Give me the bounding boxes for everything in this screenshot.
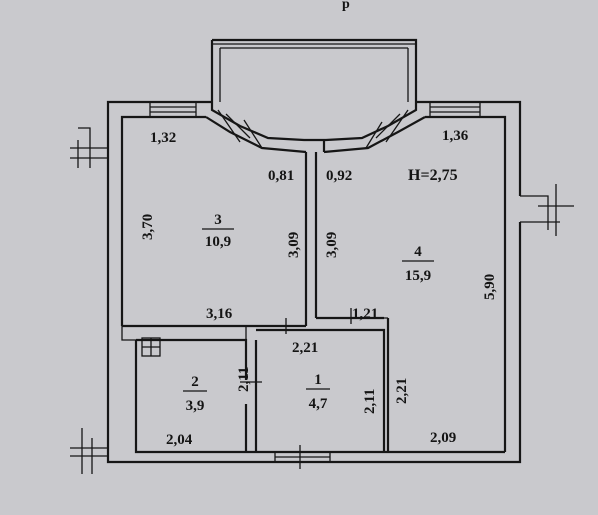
dim-2-11-a: 2,11 <box>236 367 252 392</box>
header-fragment: р <box>342 0 350 12</box>
dim-3-09-a: 3,09 <box>286 232 302 258</box>
dim-3-70: 3,70 <box>140 214 156 240</box>
dim-0-81: 0,81 <box>268 168 294 184</box>
balcony <box>210 38 418 102</box>
dim-2-21-b: 2,21 <box>394 378 410 404</box>
dim-1-21: 1,21 <box>352 306 378 322</box>
room-area: 15,9 <box>405 268 431 284</box>
room-4-label: 4 15,9 <box>402 244 434 284</box>
outer-walls <box>106 100 522 469</box>
dim-1-32: 1,32 <box>150 130 176 146</box>
ceiling-height: H=2,75 <box>408 167 458 184</box>
room-area: 3,9 <box>186 398 205 414</box>
room-2-label: 2 3,9 <box>183 374 207 414</box>
room-number: 2 <box>191 374 199 390</box>
ventilation-shaft <box>141 337 161 357</box>
dim-0-92: 0,92 <box>326 168 352 184</box>
room-number: 1 <box>314 372 322 388</box>
room-area: 10,9 <box>205 234 231 250</box>
dim-2-04: 2,04 <box>166 432 193 448</box>
dim-1-36: 1,36 <box>442 128 469 144</box>
dim-2-09: 2,09 <box>430 430 456 446</box>
room-1-label: 1 4,7 <box>306 372 330 412</box>
partitions <box>121 140 390 452</box>
room-3-label: 3 10,9 <box>202 212 234 250</box>
dim-3-09-b: 3,09 <box>324 232 340 258</box>
room-area: 4,7 <box>309 396 328 412</box>
dim-3-16: 3,16 <box>206 306 233 322</box>
room-number: 3 <box>214 212 222 228</box>
dim-2-11-b: 2,11 <box>362 389 378 414</box>
break-markers <box>70 127 574 474</box>
dim-5-90: 5,90 <box>482 274 498 300</box>
room-number: 4 <box>414 244 422 260</box>
dim-2-21-a: 2,21 <box>292 340 318 356</box>
